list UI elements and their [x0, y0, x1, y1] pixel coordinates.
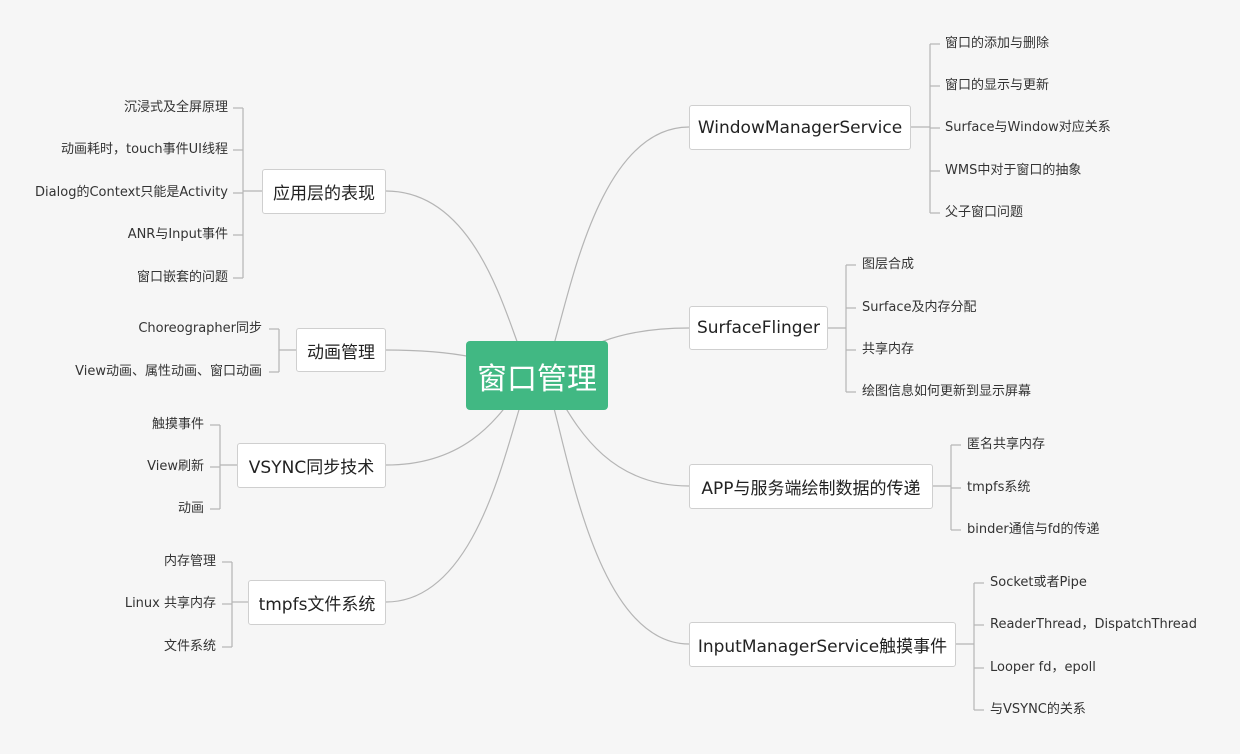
leaf-parent-child-window: 父子窗口问题 — [945, 205, 1024, 220]
branch-node-tmpfs[interactable]: tmpfs文件系统 — [248, 580, 386, 625]
leaf-surface-window-relation: Surface与Window对应关系 — [945, 120, 1111, 135]
root-node[interactable]: 窗口管理 — [466, 341, 608, 410]
leaf-anonymous-shared-memory: 匿名共享内存 — [967, 437, 1046, 452]
leaf-dialog-context: Dialog的Context只能是Activity — [35, 185, 228, 200]
branch-node-vsync[interactable]: VSYNC同步技术 — [237, 443, 386, 488]
leaf-anr-input: ANR与Input事件 — [127, 227, 228, 242]
leaf-linux-shared-memory: Linux 共享内存 — [124, 596, 216, 611]
leaf-window-show-update: 窗口的显示与更新 — [945, 78, 1050, 93]
leaf-animation-touch-ui-thread: 动画耗时，touch事件UI线程 — [60, 142, 228, 157]
leaf-filesystem: 文件系统 — [163, 639, 216, 654]
leaf-window-add-remove: 窗口的添加与删除 — [945, 36, 1050, 51]
branch-node-animation[interactable]: 动画管理 — [296, 328, 386, 372]
leaf-looper-fd-epoll: Looper fd，epoll — [990, 660, 1096, 675]
leaf-vsync-relation: 与VSYNC的关系 — [990, 702, 1086, 717]
leaf-touch-event: 触摸事件 — [151, 417, 204, 432]
branch-node-app-layer[interactable]: 应用层的表现 — [262, 169, 386, 214]
leaf-animation: 动画 — [177, 501, 204, 516]
leaf-choreographer: Choreographer同步 — [138, 321, 262, 336]
leaf-view-refresh: View刷新 — [147, 459, 204, 474]
leaf-socket-pipe: Socket或者Pipe — [990, 575, 1087, 590]
root-connector-right-3 — [539, 374, 690, 645]
branch-node-ims[interactable]: InputManagerService触摸事件 — [689, 622, 956, 667]
leaf-draw-info-update-screen: 绘图信息如何更新到显示屏幕 — [862, 384, 1032, 399]
leaf-layer-composition: 图层合成 — [862, 257, 915, 272]
leaf-wms-window-abstraction: WMS中对于窗口的抽象 — [945, 163, 1082, 178]
leaf-view-property-window-anim: View动画、属性动画、窗口动画 — [75, 364, 262, 379]
leaf-window-nesting: 窗口嵌套的问题 — [136, 270, 228, 285]
branch-node-surfaceflinger[interactable]: SurfaceFlinger — [689, 306, 828, 350]
branch-node-wms[interactable]: WindowManagerService — [689, 105, 911, 150]
branch-node-app-server-transfer[interactable]: APP与服务端绘制数据的传递 — [689, 464, 933, 509]
leaf-shared-memory: 共享内存 — [862, 342, 915, 357]
leaf-immersive-fullscreen: 沉浸式及全屏原理 — [123, 100, 228, 115]
leaf-surface-memory-alloc: Surface及内存分配 — [862, 300, 977, 315]
leaf-tmpfs-system: tmpfs系统 — [967, 480, 1031, 495]
leaf-memory-management: 内存管理 — [163, 554, 216, 569]
leaf-reader-dispatch-thread: ReaderThread，DispatchThread — [990, 617, 1198, 632]
leaf-binder-fd-transfer: binder通信与fd的传递 — [967, 522, 1100, 537]
